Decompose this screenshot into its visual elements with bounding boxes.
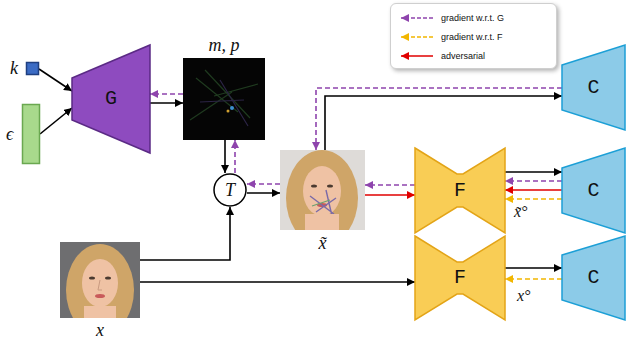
data-flow-arrow <box>224 140 226 173</box>
node-label: F <box>454 268 466 288</box>
legend-row: gradient w.r.t. F <box>399 32 503 42</box>
node-label: C <box>587 78 599 98</box>
data-flow-arrow <box>325 96 562 150</box>
adversarial-arrow <box>365 194 415 196</box>
node-label: C <box>587 268 599 288</box>
node-label: x̃ <box>280 234 365 252</box>
gradient-arrow <box>505 180 562 182</box>
data-flow-arrow <box>140 207 230 260</box>
perturbed-image-node: x̃ <box>280 150 365 230</box>
signal-label: x̃° <box>514 204 528 220</box>
legend-sample <box>399 51 435 61</box>
gradient-arrow <box>234 140 236 173</box>
mask-image <box>183 58 265 140</box>
gradient-arrow <box>365 184 415 186</box>
generator-block: G <box>72 45 150 153</box>
node-label: x <box>60 321 140 339</box>
legend-row: adversarial <box>399 51 485 61</box>
node-label: k <box>10 59 18 77</box>
gradient-arrow <box>505 278 562 280</box>
classifier-block: C <box>562 45 625 130</box>
legend-sample <box>399 32 435 42</box>
node-label: G <box>105 89 117 109</box>
shape-fill <box>72 45 150 153</box>
node-label: C <box>587 181 599 201</box>
shape-fill <box>214 174 246 206</box>
gradient-arrow <box>505 198 562 200</box>
legend-text: gradient w.r.t. F <box>441 32 503 42</box>
adversarial-arrow <box>505 189 562 191</box>
transform-circle: T <box>213 173 247 207</box>
face-image <box>60 242 140 318</box>
noise-vector: ϵ <box>22 104 40 164</box>
purifier-block: F <box>415 148 505 233</box>
shape-fill <box>27 63 39 75</box>
shape-fill <box>415 236 505 320</box>
data-flow-arrow <box>140 281 415 283</box>
legend-row: gradient w.r.t. G <box>399 13 504 23</box>
legend-line <box>401 17 433 19</box>
shape-fill <box>562 45 625 130</box>
node-label: ϵ <box>6 125 13 143</box>
legend-line <box>401 36 433 38</box>
gradient-arrow <box>316 88 562 150</box>
shape-fill <box>23 105 40 164</box>
legend-box: gradient w.r.t. G gradient w.r.t. F advers… <box>390 3 557 69</box>
legend-text: gradient w.r.t. G <box>441 13 504 23</box>
mask-node: m, p <box>183 58 265 140</box>
node-label: T <box>225 181 235 199</box>
perturbed-face-image <box>280 150 365 230</box>
latent-code: k <box>26 62 39 75</box>
shape-outline <box>22 104 40 164</box>
input-image-node: x <box>60 242 140 318</box>
classifier-block: C <box>562 148 625 233</box>
node-label: m, p <box>183 36 265 54</box>
shape-outline <box>26 62 39 75</box>
classifier-block: C <box>562 236 625 320</box>
data-flow-arrow <box>505 171 562 173</box>
legend-text: adversarial <box>441 51 485 61</box>
gradient-arrow <box>150 93 183 95</box>
data-flow-arrow <box>40 108 72 134</box>
legend-line <box>401 55 433 57</box>
legend-sample <box>399 13 435 23</box>
purifier-block: F <box>415 236 505 320</box>
data-flow-arrow <box>247 192 280 194</box>
data-flow-arrow <box>39 69 72 91</box>
data-flow-arrow <box>150 102 183 104</box>
shape-fill <box>562 148 625 233</box>
data-flow-arrow <box>505 267 562 269</box>
signal-label: x° <box>517 288 531 304</box>
shape-fill <box>415 148 505 233</box>
node-label: F <box>454 181 466 201</box>
gradient-arrow <box>247 183 280 185</box>
shape-fill <box>562 236 625 320</box>
